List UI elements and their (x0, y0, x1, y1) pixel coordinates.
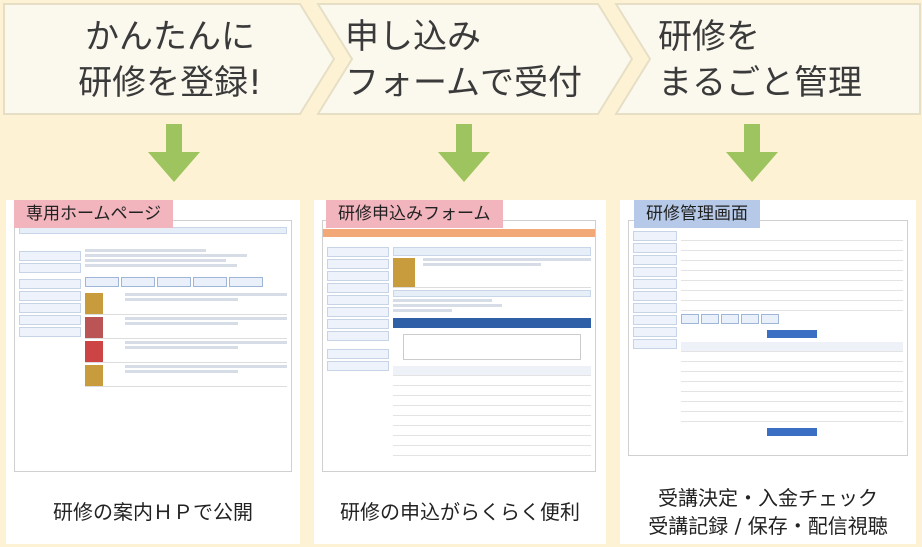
step-1-title: かんたんに 研修を登録! (40, 14, 300, 106)
step-2-line1: 申し込み (345, 17, 481, 57)
down-arrow-icon (148, 124, 200, 182)
management-screenshot (628, 220, 908, 456)
down-arrow-icon (438, 124, 490, 182)
form-sidebar (327, 247, 389, 373)
step-3-chevron (614, 3, 921, 115)
card-homepage-caption: 研修の案内ＨＰで公開 (53, 500, 253, 524)
step-1-chevron (3, 3, 336, 115)
step-3-line2: まるごと管理 (658, 63, 862, 103)
step-banner (3, 3, 921, 115)
card-homepage-tag: 専用ホームページ (14, 200, 174, 228)
card-management-tag: 研修管理画面 (634, 200, 760, 228)
step-2-line2: フォームで受付 (345, 63, 582, 103)
homepage-screenshot (14, 220, 292, 472)
card-homepage: 専用ホームページ 研修の案内ＨＰで公開 (6, 200, 300, 544)
card-management-caption: 受講決定・入金チェック 受講記録 / 保存・配信視聴 (620, 484, 916, 540)
card-management-caption-line1: 受講決定・入金チェック (658, 486, 878, 510)
step-3-title: 研修を まるごと管理 (658, 14, 918, 106)
card-form-caption: 研修の申込がらくらく便利 (340, 500, 580, 524)
homepage-sidebar (19, 251, 81, 339)
step-3-line1: 研修を (658, 17, 760, 57)
card-management-caption-line2: 受講記録 / 保存・配信視聴 (648, 514, 888, 538)
step-1-line2: 研修を登録! (78, 63, 262, 103)
down-arrow-icon (726, 124, 778, 182)
step-2-chevron (316, 3, 634, 115)
step-1-line1: かんたんに (85, 17, 255, 57)
card-application-form: 研修申込みフォーム 研修の申込がらくらく便利 (314, 200, 606, 544)
card-form-tag: 研修申込みフォーム (326, 200, 503, 228)
management-sidebar (633, 231, 677, 351)
step-2-title: 申し込み フォームで受付 (345, 14, 595, 106)
form-screenshot (322, 220, 596, 472)
card-management: 研修管理画面 受講決定・入金チェック 受講記録 / 保存・配信視聴 (620, 200, 916, 544)
